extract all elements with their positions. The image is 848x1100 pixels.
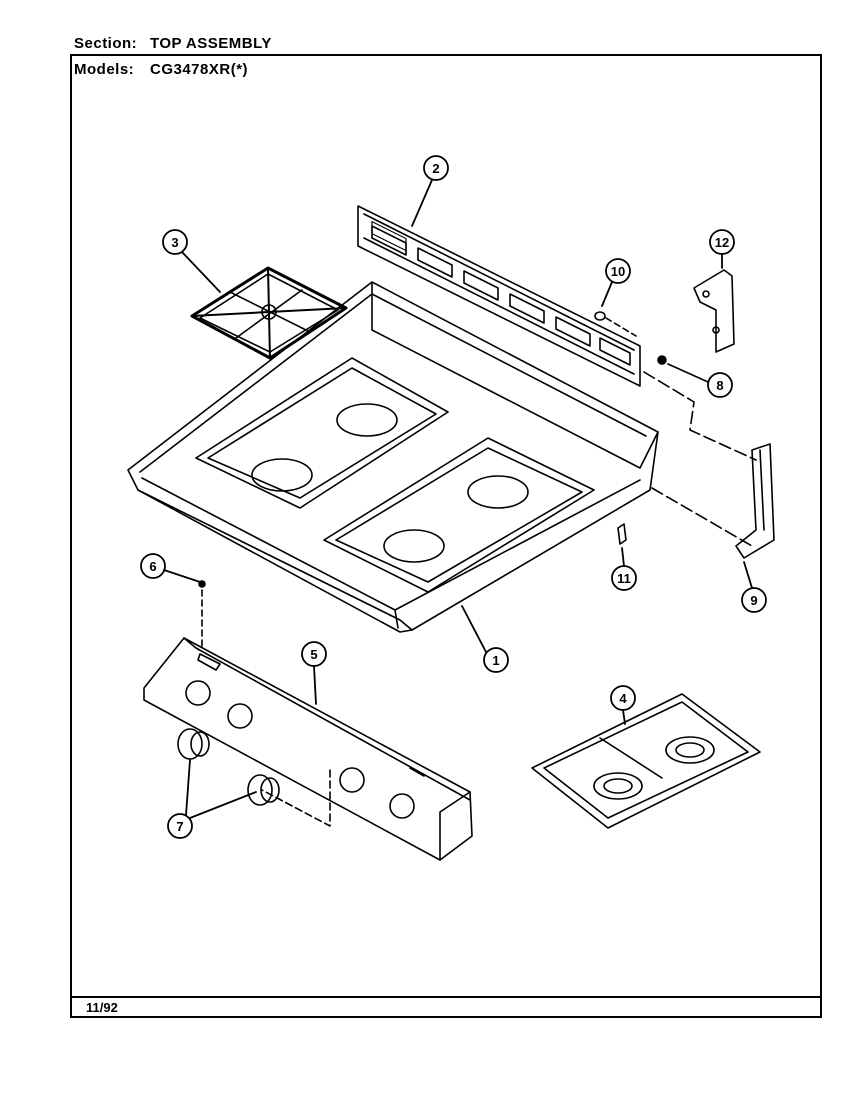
callout-2: 2 <box>432 161 439 176</box>
part-8-screw <box>643 355 757 461</box>
part-11-spring-clip <box>617 523 627 545</box>
part-1-main-top <box>127 281 659 633</box>
models-heading: Models: CG3478XR(*) <box>74 61 248 78</box>
callout-10: 10 <box>611 264 625 279</box>
callout-12: 12 <box>715 235 729 250</box>
callouts <box>140 155 767 839</box>
part-7-knobs <box>177 728 331 827</box>
callout-3: 3 <box>171 235 178 250</box>
footer-divider <box>72 996 822 998</box>
part-3-burner-grate <box>190 266 348 360</box>
callout-numbers: 1 2 3 4 5 6 7 8 9 10 11 12 <box>149 161 757 834</box>
callout-9: 9 <box>750 593 757 608</box>
callout-5: 5 <box>310 647 317 662</box>
callout-7: 7 <box>176 819 183 834</box>
diagram-frame <box>70 54 822 1018</box>
callout-6: 6 <box>149 559 156 574</box>
part-9-side-trim <box>651 443 775 559</box>
revision-date: 11/92 <box>86 1000 118 1015</box>
part-5-control-panel <box>143 637 473 861</box>
part-12-bracket <box>693 269 735 353</box>
callout-11: 11 <box>617 571 631 586</box>
section-label: Section: <box>74 35 138 52</box>
part-2-back-trim <box>357 205 641 387</box>
part-10-clip <box>594 311 637 337</box>
models-label: Models: <box>74 61 135 78</box>
part-4-drip-pan <box>531 693 761 829</box>
part-6-screw <box>198 580 206 651</box>
section-heading: Section: TOP ASSEMBLY <box>74 35 272 52</box>
callout-1: 1 <box>492 653 499 668</box>
callout-8: 8 <box>716 378 723 393</box>
section-value: TOP ASSEMBLY <box>150 35 272 52</box>
callout-4: 4 <box>619 691 627 706</box>
models-value: CG3478XR(*) <box>150 61 249 78</box>
